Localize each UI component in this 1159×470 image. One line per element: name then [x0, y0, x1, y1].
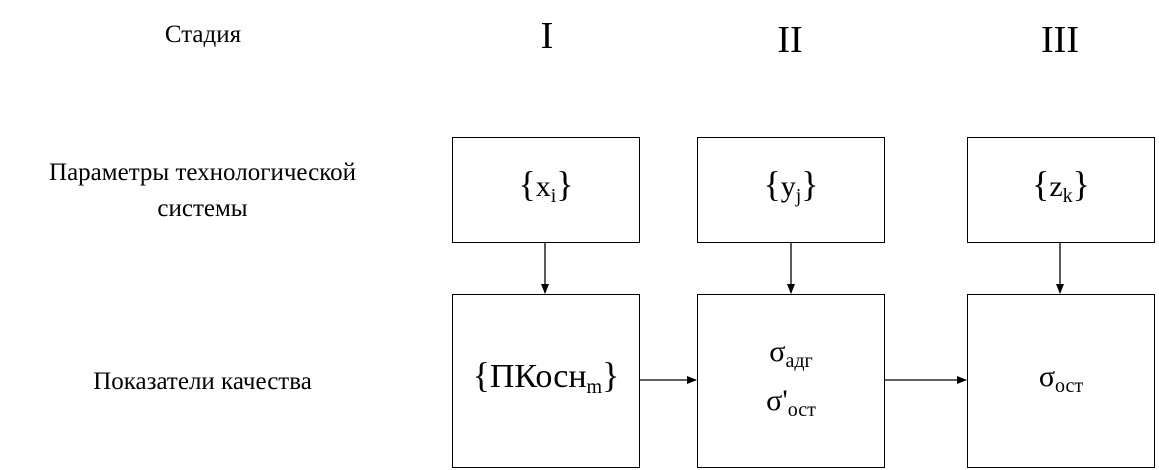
param-set-y: {yj} — [763, 166, 818, 214]
param-box-stage-2: {yj} — [697, 137, 885, 243]
open-brace: { — [472, 355, 490, 395]
param-x-sub: i — [550, 185, 557, 207]
param-set-z: {zk} — [1032, 166, 1090, 214]
stage-number-1: I — [540, 15, 554, 57]
close-brace: } — [1072, 164, 1090, 204]
sigma-residual-sub: ост — [1055, 374, 1084, 397]
open-brace: { — [763, 164, 781, 204]
quality-set-pkosn: {ПКоснm} — [473, 357, 620, 405]
param-y-sub: j — [795, 185, 802, 207]
quality-row-label: Показатели качества — [93, 368, 312, 395]
sigma-residual-prime-base: σ' — [766, 384, 788, 417]
close-brace: } — [556, 164, 574, 204]
open-brace: { — [1032, 164, 1050, 204]
sigma-residual-prime-sub: ост — [787, 399, 816, 421]
sigma-adhesion-sub: адг — [785, 350, 813, 372]
quality-box-stage-2: σадг σ'ост — [697, 294, 885, 468]
quality-box-stage-3: σост — [967, 294, 1155, 468]
sigma-residual-base: σ — [1038, 359, 1056, 393]
sigma-residual-prime: σ'ост — [766, 381, 816, 430]
close-brace: } — [602, 355, 620, 395]
param-y-base: y — [780, 170, 796, 203]
param-box-stage-1: {xi} — [452, 137, 640, 243]
sigma-adhesion-base: σ — [769, 335, 786, 368]
quality-pkosn-sub: m — [586, 376, 603, 398]
param-z-sub: k — [1062, 185, 1073, 207]
quality-pkosn-base: ПКосн — [489, 358, 587, 395]
sigma-residual: σост — [1039, 357, 1083, 406]
open-brace: { — [518, 164, 536, 204]
param-set-x: {xi} — [518, 166, 573, 214]
param-z-base: z — [1049, 170, 1063, 203]
stage-number-3: III — [1041, 19, 1079, 61]
close-brace: } — [801, 164, 819, 204]
params-row-label-line1: Параметры технологической — [49, 159, 356, 186]
sigma-adhesion: σадг — [769, 332, 812, 381]
stage-row-label: Стадия — [164, 21, 242, 48]
param-x-base: x — [535, 170, 551, 203]
quality-box-stage-1: {ПКоснm} — [452, 294, 640, 468]
param-box-stage-3: {zk} — [967, 137, 1155, 243]
stage-number-2: II — [777, 19, 803, 61]
params-row-label-line2: системы — [157, 195, 248, 222]
